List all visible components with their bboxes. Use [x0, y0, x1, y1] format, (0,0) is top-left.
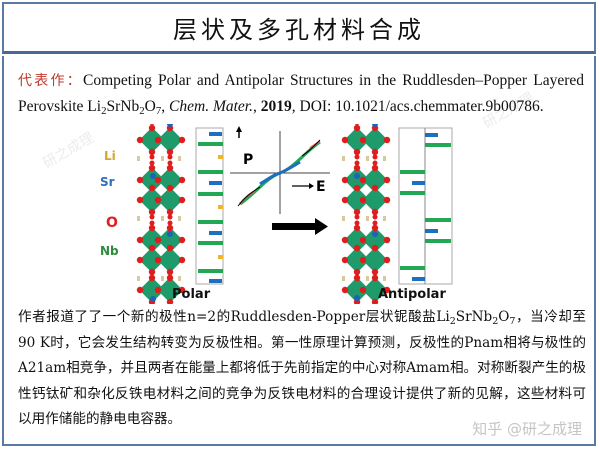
desc-text: SrNb — [455, 309, 493, 325]
label-nb: Nb — [100, 244, 119, 258]
caption-antipolar: Antipolar — [378, 287, 446, 302]
label-sr: Sr — [100, 175, 115, 189]
publication-year: 2019 — [260, 98, 292, 115]
label-o: O — [106, 215, 118, 231]
separator: , — [253, 98, 261, 115]
desc-text: ，当冷却至90 K时，它会发生结构转变为反极性相。第一性原理计算预测，反极性的P… — [18, 309, 586, 427]
page-title: 层状及多孔材料合成 — [173, 16, 425, 44]
separator: , — [161, 98, 170, 115]
subscript: 2 — [101, 105, 107, 117]
desc-text: 作者报道了了一个新的极性n=2的Ruddlesden-Popper层状铌酸盐Li — [18, 309, 450, 325]
watermark: 知乎 @研之成理 — [472, 420, 582, 438]
caption-polar: Polar — [172, 287, 211, 302]
reference-label: 代表作： — [18, 73, 83, 89]
subscript: 7 — [155, 105, 162, 117]
structure-diagram — [20, 124, 453, 304]
desc-text: O — [498, 309, 510, 325]
axis-label-p: P — [243, 152, 254, 168]
doi: , DOI: 10.1021/acs.chemmater.9b00786. — [291, 98, 544, 115]
description-paragraph: 作者报道了了一个新的极性n=2的Ruddlesden-Popper层状铌酸盐Li… — [18, 305, 586, 433]
subscript: 2 — [139, 105, 145, 117]
content-box — [2, 56, 596, 446]
subscript: 2 — [492, 316, 499, 327]
axis-label-e: E — [316, 179, 326, 195]
journal-name: Chem. Mater. — [169, 98, 253, 115]
subscript: 2 — [449, 316, 456, 327]
label-li: Li — [104, 149, 116, 163]
reference-citation: 代表作：Competing Polar and Antipolar Struct… — [18, 68, 584, 120]
structure-figure: Li Sr O Nb — [20, 124, 490, 304]
subscript: 7 — [509, 316, 516, 327]
formula-part: O — [144, 98, 156, 115]
formula-part: SrNb — [106, 98, 140, 115]
reference-title: Competing Polar and Antipolar Structures… — [18, 72, 584, 115]
title-box: 层状及多孔材料合成 — [2, 2, 596, 54]
